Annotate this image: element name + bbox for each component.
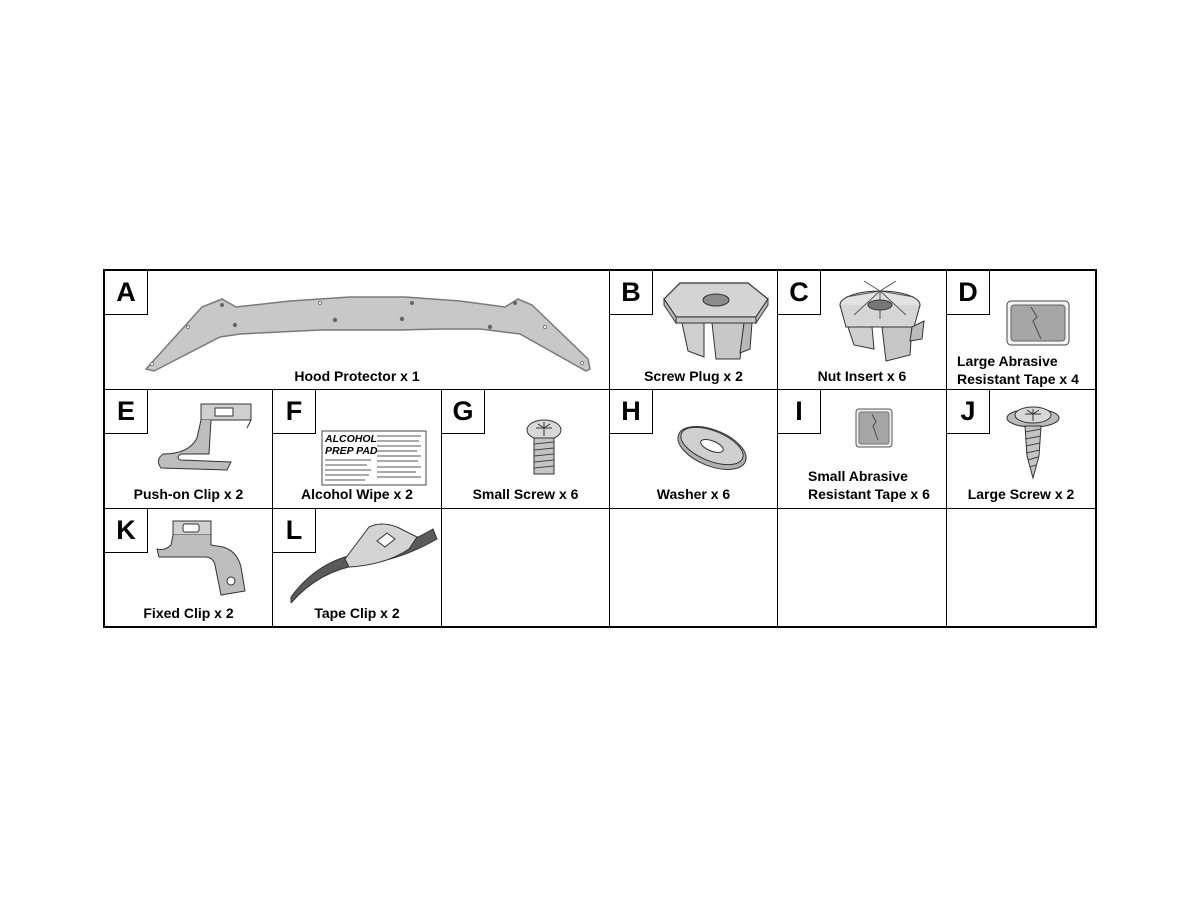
part-letter: K — [105, 509, 148, 553]
screw-plug-image — [663, 282, 769, 360]
part-label-line1: Small Abrasive — [808, 468, 908, 484]
part-label: Hood Protector x 1 — [294, 368, 420, 384]
part-label: Push-on Clip x 2 — [133, 486, 244, 502]
part-cell-a: A Hood Protector x 1 — [105, 271, 610, 390]
part-letter: D — [947, 271, 990, 315]
part-cell-d: D Large Abrasive Resistant Tape x 4 — [947, 271, 1095, 390]
part-label: Tape Clip x 2 — [314, 605, 400, 621]
large-tape-image — [1006, 300, 1070, 346]
part-label: Alcohol Wipe x 2 — [301, 486, 413, 502]
pad-text-line2: PREP PAD — [325, 445, 378, 457]
small-tape-image — [855, 408, 893, 448]
part-cell-g: G Small Screw x 6 — [442, 390, 610, 509]
empty-cell — [610, 509, 778, 628]
part-label: Small Screw x 6 — [472, 486, 579, 502]
part-cell-k: K Fixed Clip x 2 — [105, 509, 273, 628]
washer-image — [677, 426, 747, 470]
part-label: Large Screw x 2 — [967, 486, 1075, 502]
alcohol-wipe-image: ALCOHOL PREP PAD — [321, 430, 427, 486]
part-letter: G — [442, 390, 485, 434]
part-letter: E — [105, 390, 148, 434]
large-screw-image — [1006, 406, 1060, 480]
part-letter: J — [947, 390, 990, 434]
part-label-line2: Resistant Tape x 4 — [957, 371, 1079, 387]
empty-cell — [442, 509, 610, 628]
part-cell-e: E Push-on Clip x 2 — [105, 390, 273, 509]
part-cell-h: H Washer x 6 — [610, 390, 778, 509]
part-label: Fixed Clip x 2 — [143, 605, 234, 621]
part-cell-c: C Nut Insert x 6 — [778, 271, 947, 390]
hood-protector-image — [144, 296, 591, 372]
part-label: Washer x 6 — [656, 486, 731, 502]
part-cell-i: I Small Abrasive Resistant Tape x 6 — [778, 390, 947, 509]
push-on-clip-image — [157, 403, 252, 471]
empty-cell — [778, 509, 947, 628]
parts-grid: A Hood Protector x 1 B Screw Plug x 2 C — [103, 269, 1097, 628]
pad-text-line1: ALCOHOL — [324, 433, 377, 445]
empty-cell — [947, 509, 1095, 628]
part-letter: C — [778, 271, 821, 315]
part-letter: L — [273, 509, 316, 553]
fixed-clip-image — [156, 520, 246, 596]
part-letter: A — [105, 271, 148, 315]
part-cell-b: B Screw Plug x 2 — [610, 271, 778, 390]
part-cell-j: J Large Screw x 2 — [947, 390, 1095, 509]
part-letter: B — [610, 271, 653, 315]
part-letter: F — [273, 390, 316, 434]
part-label: Screw Plug x 2 — [644, 368, 743, 384]
part-letter: H — [610, 390, 653, 434]
small-screw-image — [526, 419, 562, 475]
part-cell-f: F ALCOHOL PREP PAD Alcohol Wipe x 2 — [273, 390, 442, 509]
part-letter: I — [778, 390, 821, 434]
part-label-line2: Resistant Tape x 6 — [808, 486, 930, 502]
part-cell-l: L Tape Clip x 2 — [273, 509, 442, 628]
nut-insert-image — [839, 280, 925, 362]
tape-clip-image — [290, 523, 438, 603]
part-label: Nut Insert x 6 — [817, 368, 907, 384]
part-label-line1: Large Abrasive — [957, 353, 1058, 369]
